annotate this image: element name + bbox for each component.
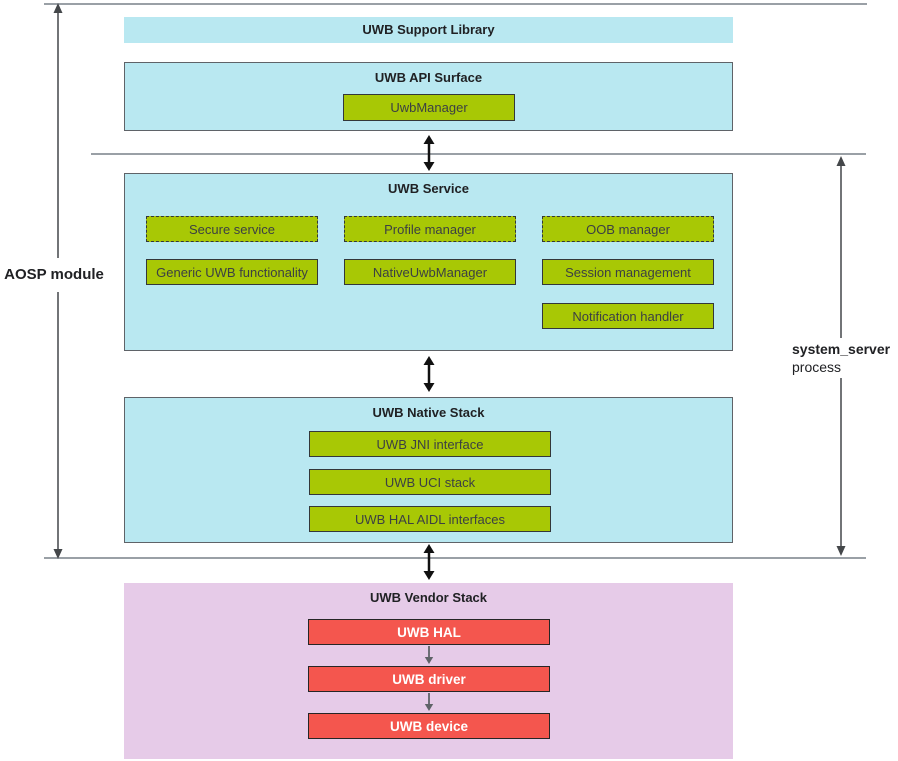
component-uwb-hal: UWB HAL (308, 619, 550, 645)
bidirectional-arrow-service-native-icon (423, 356, 435, 392)
bidirectional-arrow-native-vendor-icon (423, 544, 435, 580)
layer-uwb-service: UWB Service Secure service Profile manag… (124, 173, 733, 351)
component-notification-handler: Notification handler (542, 303, 714, 329)
aosp-module-label: AOSP module (0, 266, 108, 283)
component-session-management: Session management (542, 259, 714, 285)
down-arrow-hal-driver-icon (424, 646, 434, 664)
component-oob-manager: OOB manager (542, 216, 714, 242)
layer-support-library: UWB Support Library (124, 17, 733, 43)
component-secure-service: Secure service (146, 216, 318, 242)
aosp-module-extent-arrow-icon (53, 3, 63, 559)
system-server-label-line2: process (792, 359, 842, 375)
layer-vendor-stack: UWB Vendor Stack UWB HAL UWB driver UWB … (124, 583, 733, 759)
support-library-title: UWB Support Library (362, 22, 495, 37)
top-boundary-line (44, 3, 867, 5)
vendor-stack-title: UWB Vendor Stack (369, 590, 488, 605)
system-server-extent-arrow-icon (836, 156, 846, 556)
component-uwb-uci-stack: UWB UCI stack (309, 469, 551, 495)
down-arrow-driver-device-icon (424, 693, 434, 711)
uwb-service-title: UWB Service (388, 181, 469, 196)
component-generic-uwb-functionality: Generic UWB functionality (146, 259, 318, 285)
layer-native-stack: UWB Native Stack UWB JNI interface UWB U… (124, 397, 733, 543)
component-uwb-jni-interface: UWB JNI interface (309, 431, 551, 457)
bottom-boundary-line (44, 557, 866, 559)
middle-boundary-line (91, 153, 866, 155)
system-server-label-line1: system_server (792, 341, 891, 357)
component-uwb-device: UWB device (308, 713, 550, 739)
component-uwb-hal-aidl-interfaces: UWB HAL AIDL interfaces (309, 506, 551, 532)
component-profile-manager: Profile manager (344, 216, 516, 242)
native-stack-title: UWB Native Stack (372, 405, 485, 420)
api-surface-title: UWB API Surface (374, 70, 483, 85)
system-server-label: system_server process (792, 340, 891, 376)
bidirectional-arrow-api-service-icon (423, 135, 435, 171)
layer-api-surface: UWB API Surface UwbManager (124, 62, 733, 131)
component-nativeuwbmanager: NativeUwbManager (344, 259, 516, 285)
component-uwbmanager: UwbManager (343, 94, 515, 121)
component-uwb-driver: UWB driver (308, 666, 550, 692)
